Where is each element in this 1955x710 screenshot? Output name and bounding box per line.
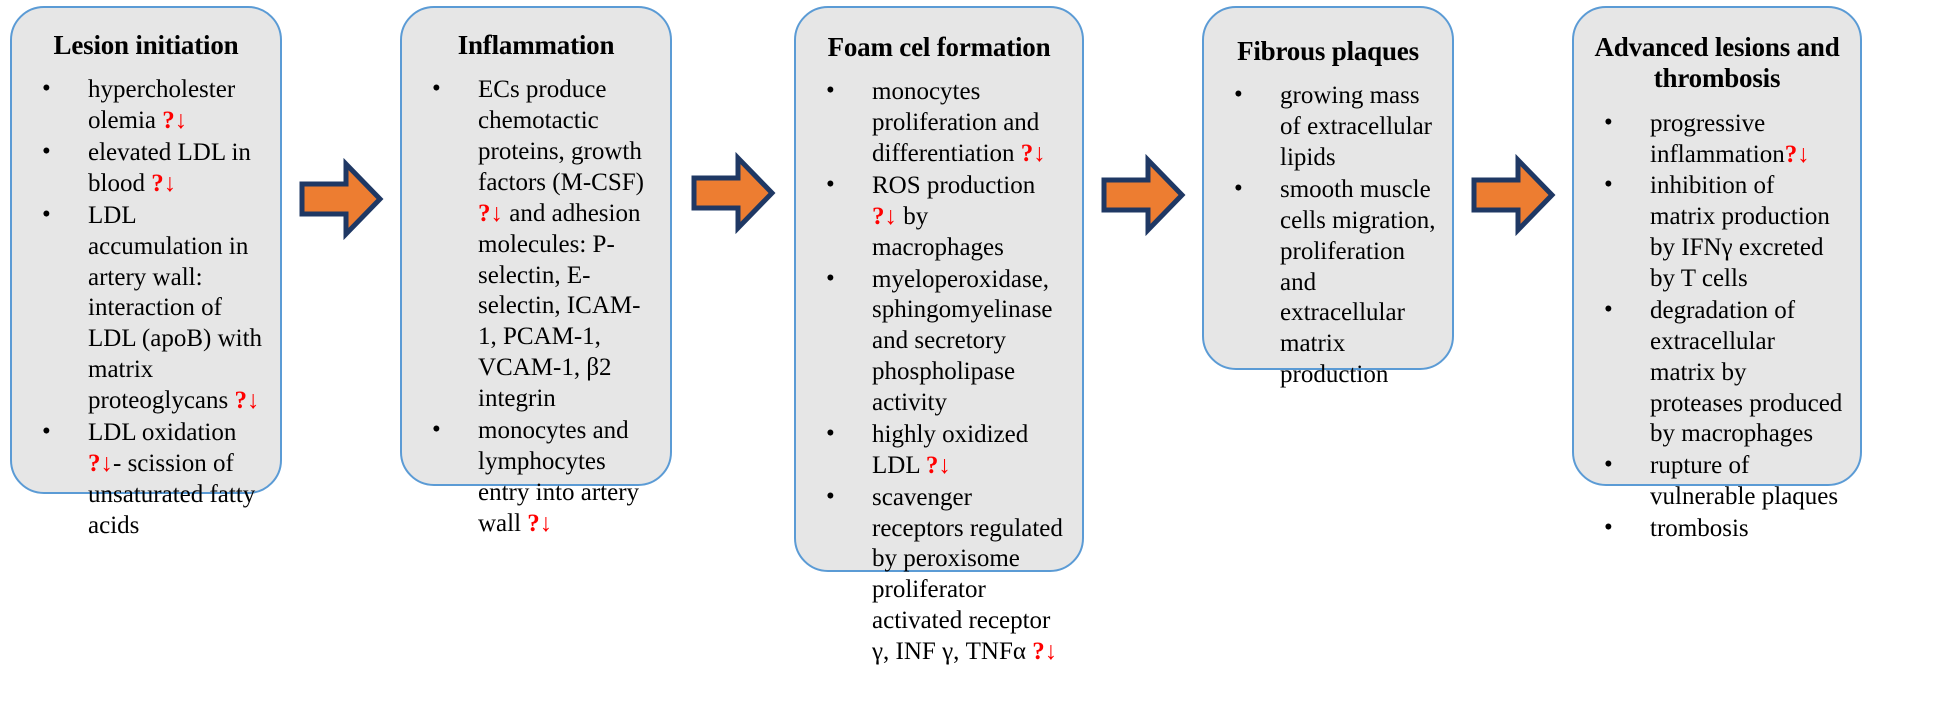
bullet-text: progressive inflammation bbox=[1650, 109, 1785, 168]
stage-title: Inflammation bbox=[457, 30, 615, 60]
list-item: trombosis bbox=[1598, 513, 1844, 545]
bullet-text: myeloperoxidase, sphingomyelinase and se… bbox=[872, 265, 1053, 417]
bullet-text: LDL oxidation bbox=[88, 418, 237, 446]
decrease-marker: ?↓ bbox=[151, 169, 177, 197]
bullet-text: highly oxidized LDL bbox=[872, 420, 1029, 479]
list-item: LDL oxidation ?↓- scission of unsaturate… bbox=[36, 417, 264, 542]
bullet-text: monocytes proliferation and differentiat… bbox=[872, 78, 1040, 168]
list-item: monocytes proliferation and differentiat… bbox=[820, 76, 1066, 170]
stage-title: Lesion initiation bbox=[53, 30, 239, 60]
bullet-text: inhibition of matrix production by IFNγ … bbox=[1650, 172, 1830, 292]
right-arrow-icon bbox=[1470, 152, 1556, 238]
list-item: myeloperoxidase, sphingomyelinase and se… bbox=[820, 264, 1066, 419]
stage-title: Advanced lesions and thrombosis bbox=[1594, 32, 1840, 94]
stage-bullet-list: hypercholester olemia ?↓ elevated LDL in… bbox=[22, 74, 270, 542]
decrease-marker: ?↓ bbox=[1020, 140, 1046, 168]
stage-bullet-list: monocytes proliferation and differentiat… bbox=[806, 76, 1072, 668]
arrow-connector-3 bbox=[1100, 152, 1186, 238]
stage-box-fibrous-plaques: Fibrous plaques growing mass of extracel… bbox=[1202, 6, 1454, 388]
stage-title: Foam cel formation bbox=[827, 32, 1051, 62]
list-item: monocytes and lymphocytes entry into art… bbox=[426, 415, 654, 540]
decrease-marker: ?↓ bbox=[527, 509, 553, 537]
bullet-text: monocytes and lymphocytes entry into art… bbox=[478, 416, 640, 537]
stage-bullet-list: growing mass of extracellular lipids smo… bbox=[1214, 80, 1442, 391]
list-item: LDL accumulation in artery wall: interac… bbox=[36, 200, 264, 417]
bullet-text: rupture of vulnerable plaques bbox=[1650, 452, 1839, 511]
list-item: smooth muscle cells migration, prolifera… bbox=[1228, 174, 1436, 391]
bullet-text: ECs produce chemotactic proteins, growth… bbox=[478, 76, 644, 196]
list-item: inhibition of matrix production by IFNγ … bbox=[1598, 170, 1844, 295]
decrease-marker: ?↓ bbox=[478, 199, 503, 227]
arrow-connector-4 bbox=[1470, 152, 1556, 238]
stage-title: Fibrous plaques bbox=[1237, 36, 1419, 66]
decrease-marker: ?↓ bbox=[1032, 638, 1058, 666]
stage-box-inflammation: Inflammation ECs produce chemotactic pro… bbox=[400, 6, 672, 537]
list-item: hypercholester olemia ?↓ bbox=[36, 74, 264, 137]
decrease-marker: ?↓ bbox=[234, 387, 260, 415]
decrease-marker: ?↓ bbox=[88, 449, 113, 477]
bullet-text: growing mass of extracellular lipids bbox=[1280, 82, 1432, 172]
bullet-tail: and adhesion molecules: P-selectin, E-se… bbox=[478, 199, 641, 413]
list-item: scavenger receptors regulated by peroxis… bbox=[820, 482, 1066, 668]
list-item: elevated LDL in blood ?↓ bbox=[36, 137, 264, 200]
stage-bullet-list: progressive inflammation?↓ inhibition of… bbox=[1584, 108, 1850, 545]
bullet-text: hypercholester olemia bbox=[88, 76, 236, 135]
list-item: ECs produce chemotactic proteins, growth… bbox=[426, 74, 654, 415]
stage-box-foam-cell-formation: Foam cel formation monocytes proliferati… bbox=[794, 6, 1084, 665]
stage-bullet-list: ECs produce chemotactic proteins, growth… bbox=[412, 74, 660, 540]
arrow-connector-2 bbox=[690, 150, 776, 236]
bullet-text: degradation of extracellular matrix by p… bbox=[1650, 296, 1843, 448]
right-arrow-icon bbox=[298, 156, 384, 242]
bullet-tail: by macrophages bbox=[872, 202, 1004, 261]
arrow-connector-1 bbox=[298, 156, 384, 242]
decrease-marker: ?↓ bbox=[162, 107, 188, 135]
list-item: progressive inflammation?↓ bbox=[1598, 108, 1844, 171]
list-item: ROS production ?↓ by macrophages bbox=[820, 170, 1066, 264]
bullet-tail: - scission of unsaturated fatty acids bbox=[88, 449, 256, 539]
decrease-marker: ?↓ bbox=[1784, 140, 1810, 168]
right-arrow-icon bbox=[1100, 152, 1186, 238]
bullet-text: smooth muscle cells migration, prolifera… bbox=[1280, 175, 1436, 389]
stage-box-advanced-lesions-and-thrombosis: Advanced lesions and thrombosis progress… bbox=[1572, 6, 1862, 544]
stage-box-lesion-initiation: Lesion initiation hypercholester olemia … bbox=[10, 6, 282, 539]
list-item: degradation of extracellular matrix by p… bbox=[1598, 295, 1844, 450]
bullet-text: scavenger receptors regulated by peroxis… bbox=[872, 483, 1063, 666]
decrease-marker: ?↓ bbox=[925, 451, 951, 479]
bullet-text: trombosis bbox=[1650, 515, 1749, 542]
right-arrow-icon bbox=[690, 150, 776, 236]
bullet-text: elevated LDL in blood bbox=[88, 139, 251, 197]
decrease-marker: ?↓ bbox=[872, 202, 897, 230]
bullet-text: LDL accumulation in artery wall: interac… bbox=[88, 201, 263, 415]
list-item: rupture of vulnerable plaques bbox=[1598, 450, 1844, 513]
list-item: growing mass of extracellular lipids bbox=[1228, 80, 1436, 174]
list-item: highly oxidized LDL ?↓ bbox=[820, 419, 1066, 482]
bullet-text: ROS production bbox=[872, 171, 1036, 199]
